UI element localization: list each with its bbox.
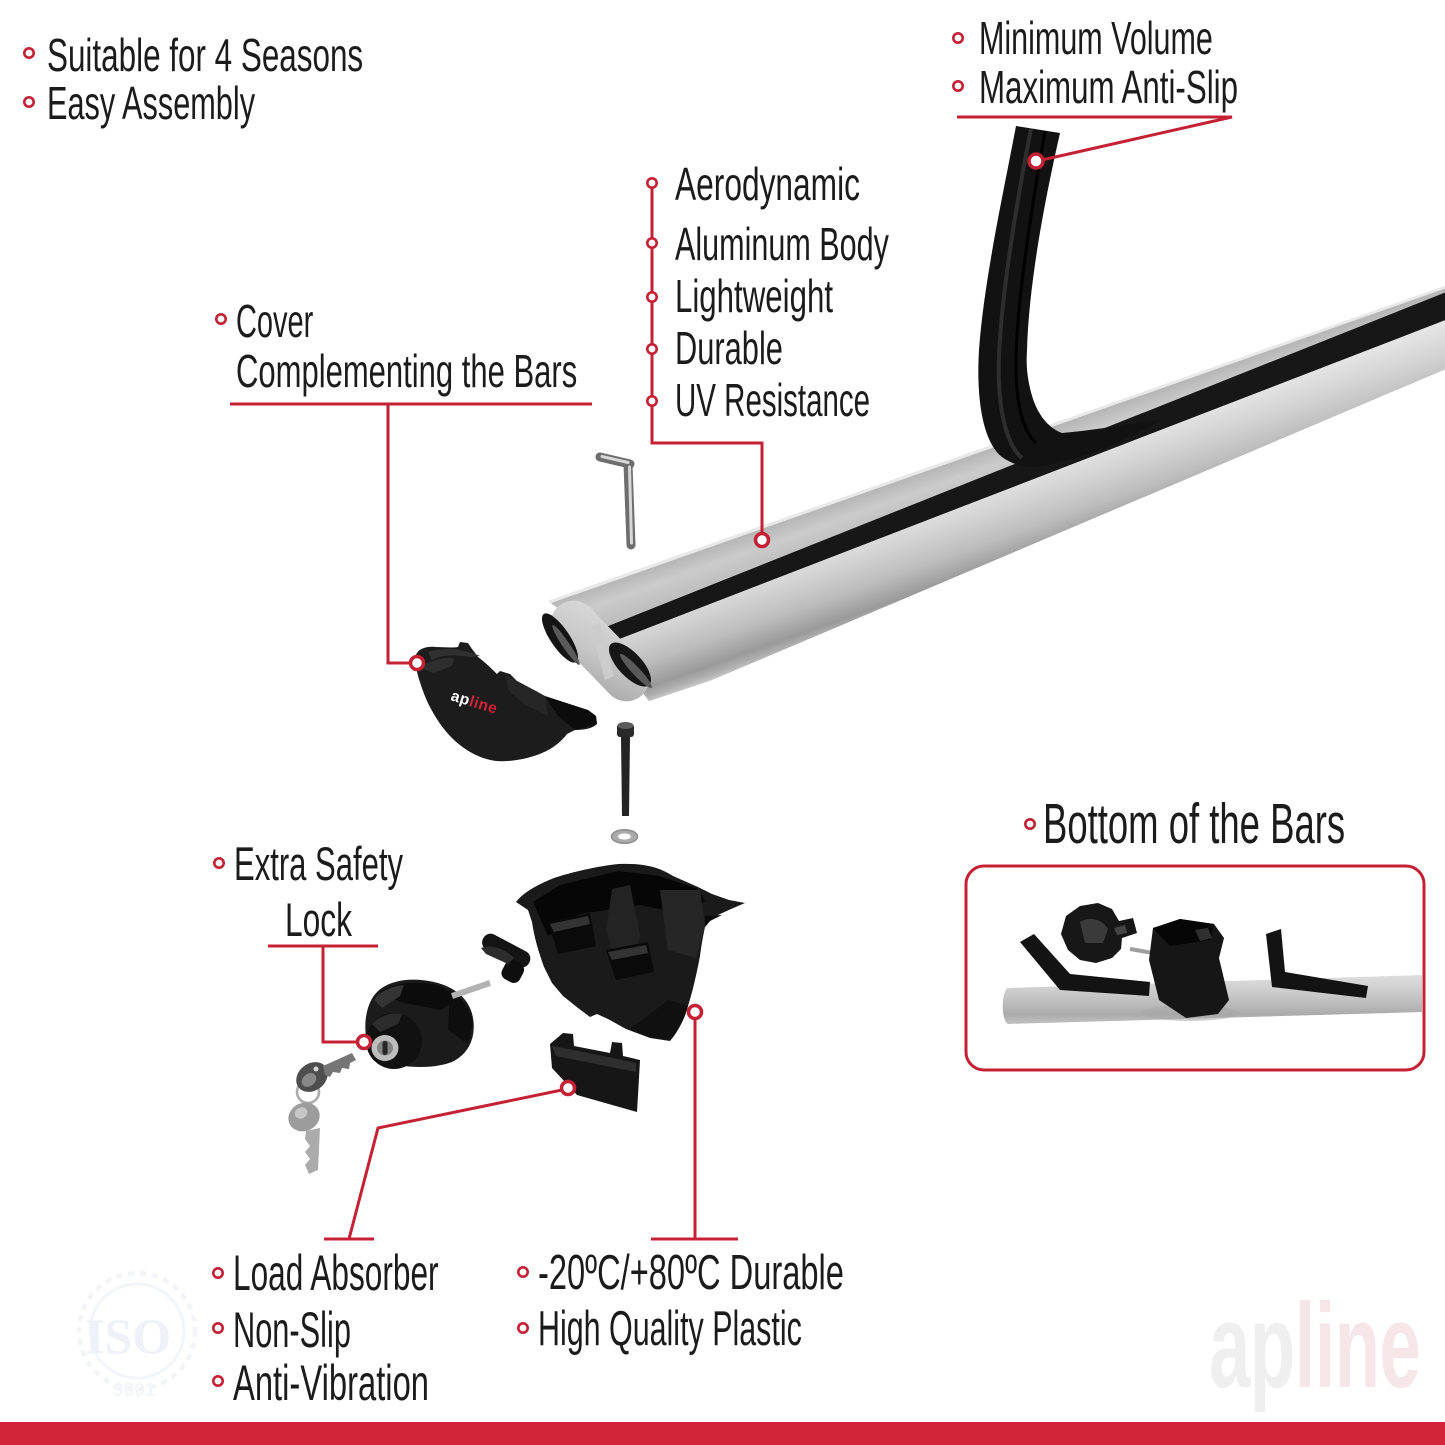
svg-text:apline: apline: [449, 688, 500, 718]
svg-text:apline: apline: [1209, 1280, 1420, 1413]
svg-text:9001: 9001: [113, 1380, 156, 1401]
svg-text:ISO: ISO: [85, 1308, 171, 1364]
